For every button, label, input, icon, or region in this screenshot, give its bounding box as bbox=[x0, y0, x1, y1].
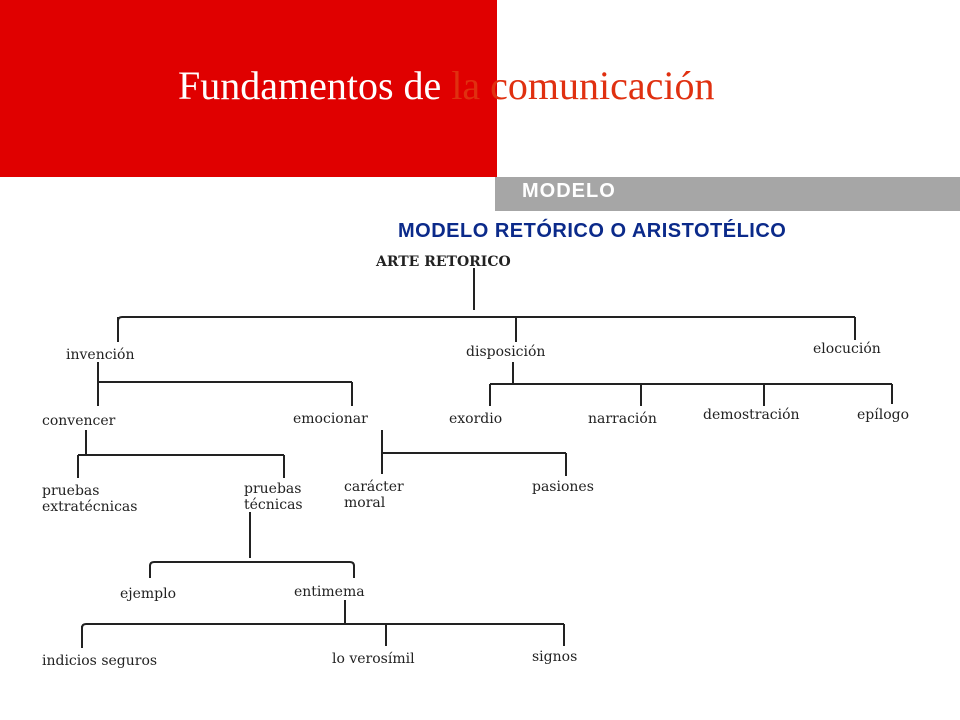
title-part-2: la comunicación bbox=[451, 63, 715, 108]
node-caracter-moral-line1: carácter bbox=[344, 479, 404, 495]
section-label: MODELO bbox=[522, 180, 616, 202]
node-narracion: narración bbox=[588, 411, 657, 427]
node-arte-retorico: ARTE RETORICO bbox=[375, 254, 511, 270]
node-signos: signos bbox=[532, 649, 577, 665]
node-lo-verosimil: lo verosímil bbox=[332, 651, 415, 667]
node-caracter-moral-line2: moral bbox=[344, 495, 386, 511]
node-disposicion: disposición bbox=[466, 344, 545, 360]
tree-connectors bbox=[77, 268, 893, 648]
node-pasiones: pasiones bbox=[532, 479, 594, 495]
node-ejemplo: ejemplo bbox=[120, 586, 176, 602]
node-convencer: convencer bbox=[42, 413, 116, 429]
node-pruebas-extratecnicas-line2: extratécnicas bbox=[42, 499, 137, 515]
section-bar bbox=[495, 177, 960, 211]
node-pruebas-tecnicas-line2: técnicas bbox=[244, 497, 303, 513]
title-part-1: Fundamentos de bbox=[178, 63, 442, 108]
node-pruebas-extratecnicas-line1: pruebas bbox=[42, 483, 99, 499]
node-invencion: invención bbox=[66, 347, 134, 363]
node-entimema: entimema bbox=[294, 584, 365, 600]
node-exordio: exordio bbox=[449, 411, 502, 427]
page-title: Fundamentos de la comunicación bbox=[178, 66, 715, 106]
connector-entimema-bar bbox=[81, 623, 564, 629]
connector-level1-bar bbox=[117, 316, 855, 322]
node-epilogo: epílogo bbox=[857, 407, 909, 423]
slide-subtitle: MODELO RETÓRICO O ARISTOTÉLICO bbox=[398, 220, 787, 242]
node-emocionar: emocionar bbox=[293, 411, 368, 427]
node-demostracion: demostración bbox=[703, 407, 800, 423]
node-pruebas-tecnicas-line1: pruebas bbox=[244, 481, 301, 497]
node-indicios-seguros: indicios seguros bbox=[42, 653, 157, 669]
header-red-block bbox=[0, 0, 497, 177]
connector-tecnicas-bar bbox=[149, 561, 355, 567]
node-elocucion: elocución bbox=[813, 341, 881, 357]
